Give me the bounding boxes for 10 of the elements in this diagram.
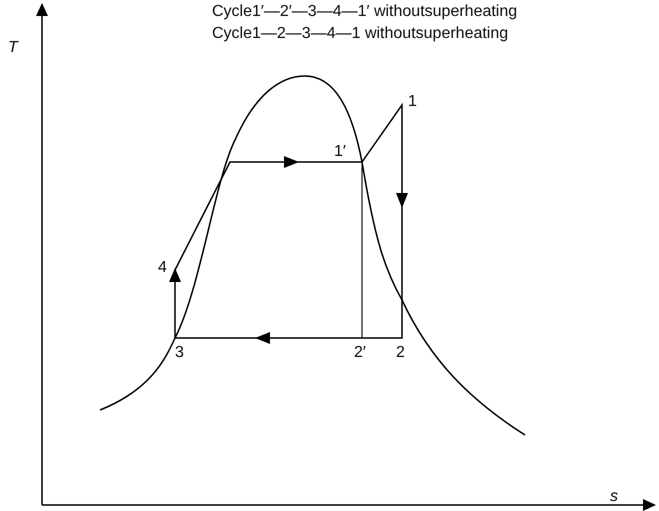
- point-label: 3: [175, 343, 184, 362]
- cycle-caption: Cycle1—2—3—4—1 withoutsuperheating: [212, 24, 508, 43]
- axis-label: T: [8, 38, 18, 57]
- point-label: 2′: [354, 343, 366, 362]
- axis-label: s: [610, 487, 618, 506]
- cycle-caption: Cycle1′—2′—3—4—1′ withoutsuperheating: [212, 2, 518, 21]
- point-label: 1′: [334, 142, 346, 161]
- point-label: 1: [408, 92, 417, 111]
- point-label: 4: [158, 258, 167, 277]
- point-label: 2: [396, 343, 405, 362]
